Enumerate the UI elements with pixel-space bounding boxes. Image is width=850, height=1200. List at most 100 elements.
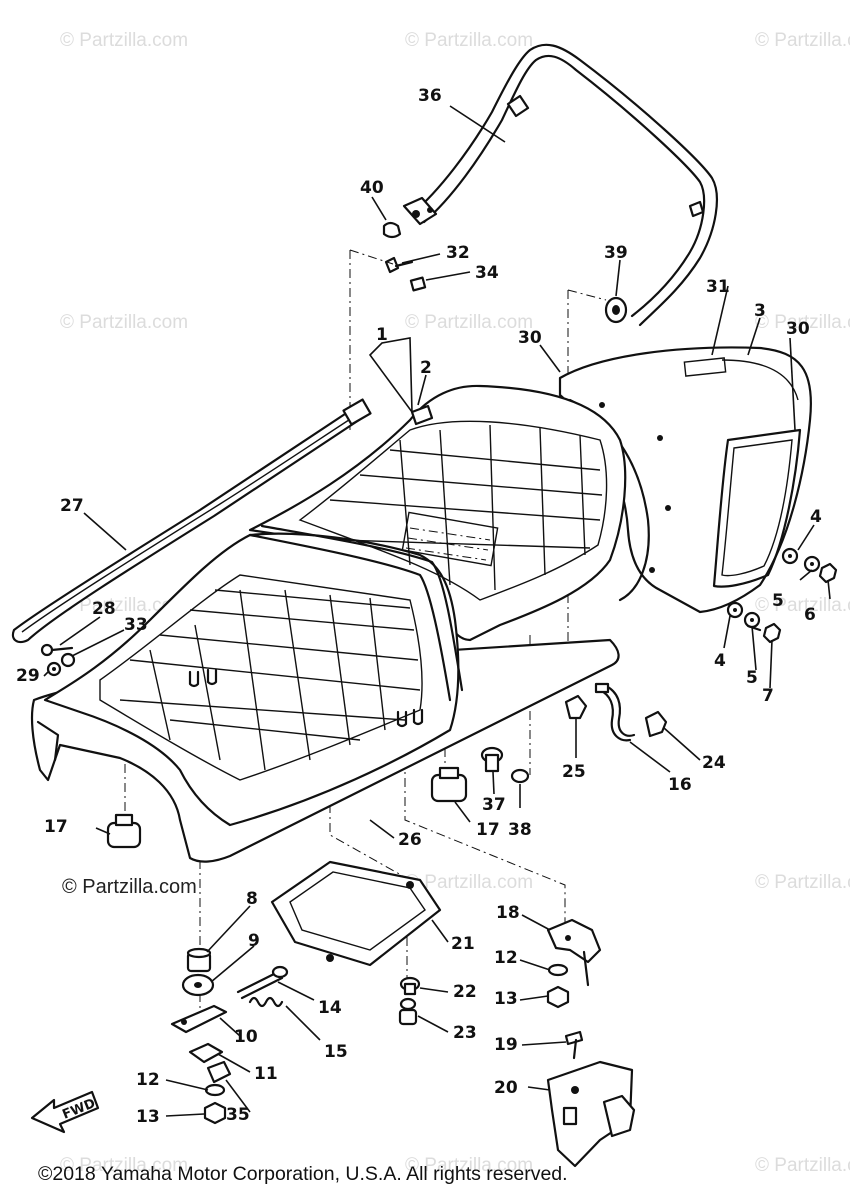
watermark: © Partzilla.com <box>755 595 850 616</box>
callout-14: 14 <box>318 998 342 1018</box>
callout-10: 10 <box>234 1027 258 1047</box>
callout-22: 22 <box>453 982 477 1002</box>
watermark: © Partzilla.com <box>755 872 850 893</box>
watermark: © Partzilla.com <box>755 312 850 333</box>
screw-part-19 <box>564 1030 584 1060</box>
callout-33: 33 <box>124 615 148 635</box>
callout-4: 4 <box>714 651 726 671</box>
callout-16: 16 <box>668 775 692 795</box>
callout-21: 21 <box>451 934 475 954</box>
clip-part-35 <box>206 1060 232 1084</box>
lock-assembly-part-20 <box>546 1060 636 1168</box>
callout-25: 25 <box>562 762 586 782</box>
callout-35: 35 <box>226 1105 250 1125</box>
grommet-part-39 <box>604 296 628 324</box>
washer-part-4 <box>781 547 799 565</box>
tray-part-21 <box>270 860 442 967</box>
forward-direction-icon: FWD <box>30 1090 100 1134</box>
callout-30: 30 <box>518 328 542 348</box>
holder-part-25 <box>564 694 588 720</box>
bolt-part-28 <box>40 643 74 657</box>
watermark: © Partzilla.com <box>405 312 534 333</box>
callout-17: 17 <box>476 820 500 840</box>
watermark: © Partzilla.com <box>755 1155 850 1176</box>
callout-11: 11 <box>254 1064 278 1084</box>
washer-part-12 <box>204 1083 226 1097</box>
callout-15: 15 <box>324 1042 348 1062</box>
callout-4: 4 <box>810 507 822 527</box>
copyright-notice: ©2018 Yamaha Motor Corporation, U.S.A. A… <box>38 1163 568 1185</box>
bracket-part-10 <box>170 1004 228 1034</box>
callout-3: 3 <box>754 301 766 321</box>
washer-part-38 <box>510 768 530 784</box>
grab-rail-part-36 <box>402 43 718 327</box>
watermark: © Partzilla.com <box>60 30 189 51</box>
damper-part-17-front <box>106 813 142 849</box>
callout-40: 40 <box>360 178 384 198</box>
bolt-part-37 <box>480 746 504 773</box>
callout-34: 34 <box>475 263 499 283</box>
lock-hook-part-18 <box>546 918 602 987</box>
watermark: © Partzilla.com <box>60 1155 189 1176</box>
callout-13: 13 <box>494 989 518 1009</box>
callout-28: 28 <box>92 599 116 619</box>
pin-part-14 <box>236 965 289 1000</box>
callout-2: 2 <box>420 358 432 378</box>
callout-12: 12 <box>494 948 518 968</box>
watermark: © Partzilla.com <box>405 1155 534 1176</box>
washer-part-5-lower <box>743 611 761 629</box>
callout-27: 27 <box>60 496 84 516</box>
nut-part-13 <box>203 1101 227 1125</box>
callout-38: 38 <box>508 820 532 840</box>
callout-1: 1 <box>376 325 388 345</box>
damper-part-23 <box>398 997 418 1026</box>
callout-32: 32 <box>446 243 470 263</box>
bolt-part-32 <box>384 256 414 274</box>
nut-part-29 <box>46 661 62 677</box>
callout-23: 23 <box>453 1023 477 1043</box>
bolt-part-7 <box>746 622 782 644</box>
washer-part-4-lower <box>726 601 744 619</box>
callout-39: 39 <box>604 243 628 263</box>
bolt-part-22 <box>399 976 421 996</box>
washer-part-12-lock <box>547 963 569 977</box>
spring-part-15 <box>248 996 284 1008</box>
seat-assembly-part-1 <box>30 384 627 863</box>
callout-37: 37 <box>482 795 506 815</box>
leader-lines <box>43 105 831 1117</box>
callout-17: 17 <box>44 817 68 837</box>
callout-29: 29 <box>16 666 40 686</box>
watermark: © Partzilla.com <box>755 30 850 51</box>
watermark: © Partzilla.com <box>405 872 534 893</box>
watermark: © Partzilla.com <box>60 595 189 616</box>
watermark-prominent: © Partzilla.com <box>62 876 197 898</box>
nut-part-34 <box>409 276 427 292</box>
callout-9: 9 <box>248 931 260 951</box>
callout-26: 26 <box>398 830 422 850</box>
callout-12: 12 <box>136 1070 160 1090</box>
plate-part-11 <box>188 1042 224 1064</box>
callout-19: 19 <box>494 1035 518 1055</box>
callout-18: 18 <box>496 903 520 923</box>
watermark: © Partzilla.com <box>60 312 189 333</box>
callout-8: 8 <box>246 889 258 909</box>
callout-31: 31 <box>706 277 730 297</box>
callout-20: 20 <box>494 1078 518 1098</box>
callout-labels: 36 40 32 34 39 31 3 30 30 1 2 27 28 33 2… <box>16 86 822 1127</box>
callout-36: 36 <box>418 86 442 106</box>
collar-part-8 <box>186 947 212 973</box>
watermark: © Partzilla.com <box>405 30 534 51</box>
seat-strap-part-27 <box>11 398 372 644</box>
damper-part-9 <box>181 973 215 997</box>
nut-part-13-lock <box>546 985 570 1009</box>
callout-24: 24 <box>702 753 726 773</box>
callout-5: 5 <box>746 668 758 688</box>
washer-part-33 <box>60 652 76 668</box>
bolt-part-40 <box>382 221 402 239</box>
callout-7: 7 <box>762 686 774 706</box>
callout-5: 5 <box>772 591 784 611</box>
callout-6: 6 <box>804 605 816 625</box>
callout-30: 30 <box>786 319 810 339</box>
